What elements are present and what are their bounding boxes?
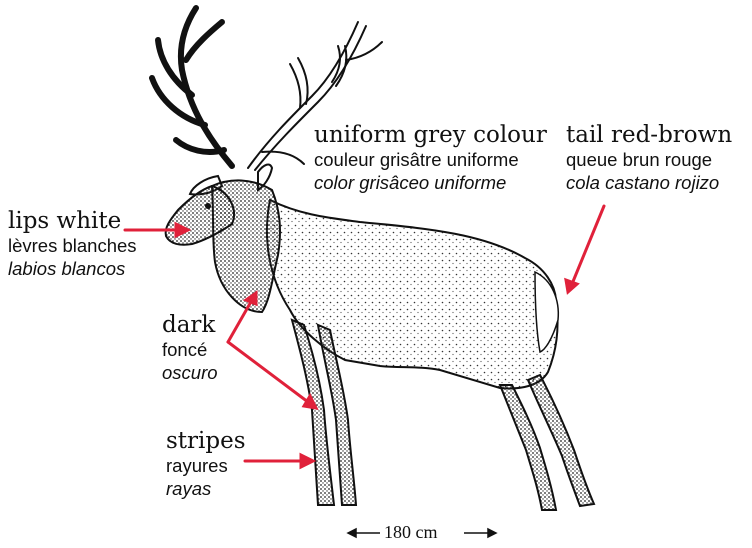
label-dark-fr: foncé bbox=[162, 338, 218, 361]
label-dark: dark foncé oscuro bbox=[162, 312, 218, 384]
label-tail-en: tail red-brown bbox=[566, 122, 732, 148]
label-body-fr: couleur grisâtre uniforme bbox=[314, 148, 547, 171]
label-body-es: color grisâceo uniforme bbox=[314, 171, 547, 194]
label-lips-en: lips white bbox=[8, 208, 137, 234]
label-stripes-fr: rayures bbox=[166, 454, 246, 477]
label-body-colour: uniform grey colour couleur grisâtre uni… bbox=[314, 122, 547, 194]
label-lips-es: labios blancos bbox=[8, 257, 137, 280]
label-stripes-en: stripes bbox=[166, 428, 246, 454]
scale-label: 180 cm bbox=[384, 522, 438, 543]
label-tail-fr: queue brun rouge bbox=[566, 148, 732, 171]
label-tail-es: cola castano rojizo bbox=[566, 171, 732, 194]
elk-eye bbox=[205, 203, 211, 209]
label-stripes: stripes rayures rayas bbox=[166, 428, 246, 500]
label-stripes-es: rayas bbox=[166, 477, 246, 500]
antlers bbox=[152, 8, 232, 166]
label-dark-en: dark bbox=[162, 312, 218, 338]
label-body-en: uniform grey colour bbox=[314, 122, 547, 148]
label-lips-fr: lèvres blanches bbox=[8, 234, 137, 257]
label-lips: lips white lèvres blanches labios blanco… bbox=[8, 208, 137, 280]
label-dark-es: oscuro bbox=[162, 361, 218, 384]
label-tail: tail red-brown queue brun rouge cola cas… bbox=[566, 122, 732, 194]
